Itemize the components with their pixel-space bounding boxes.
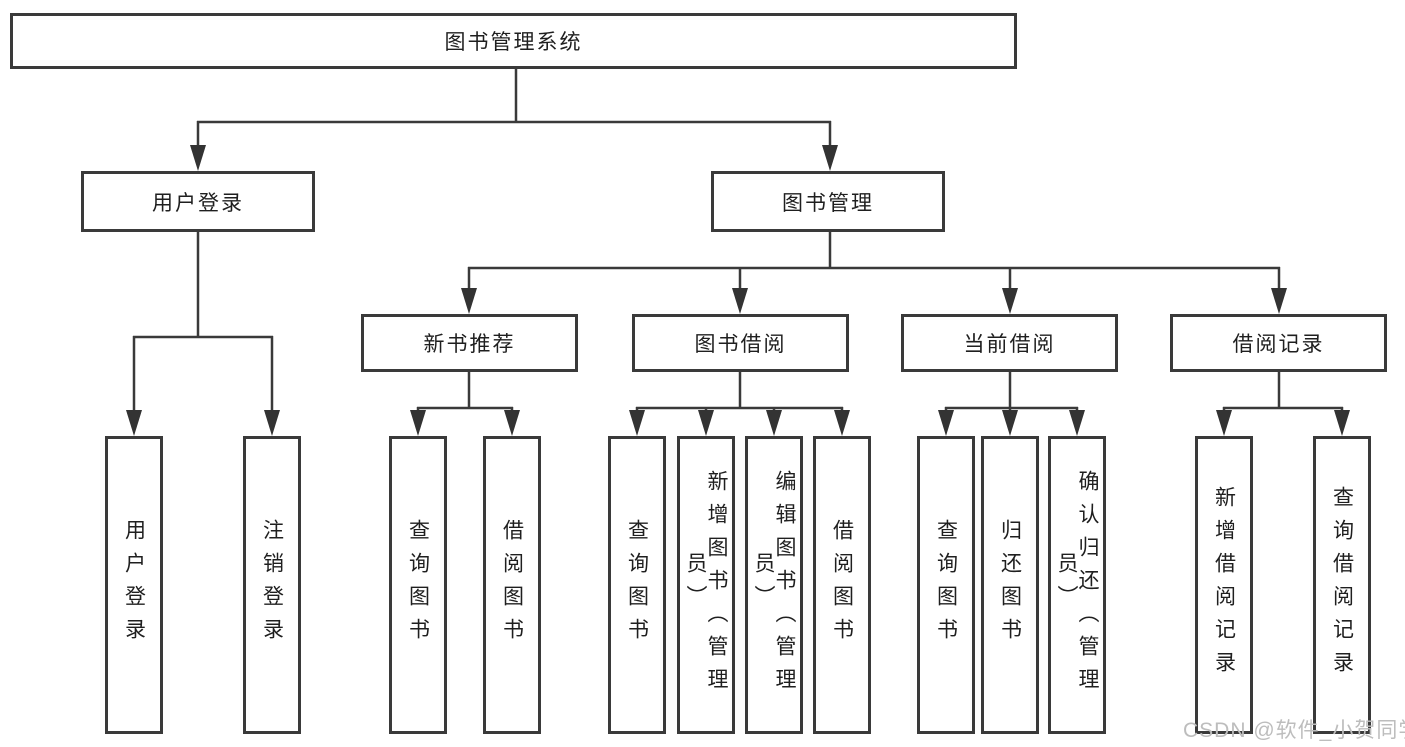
node-label: 查询借阅记录 xyxy=(1330,486,1354,684)
leaf-records-add-borrow-record: 新增借阅记录 xyxy=(1195,436,1253,734)
node-new-book-recommend: 新书推荐 xyxy=(361,314,578,372)
leaf-user-login: 用户登录 xyxy=(105,436,163,734)
node-label: 图书管理 xyxy=(782,191,874,215)
node-label: 归还图书 xyxy=(998,519,1022,651)
leaf-borrowing-borrow-books: 借阅图书 xyxy=(813,436,871,734)
leaf-logout: 注销登录 xyxy=(243,436,301,734)
node-label: 查询图书 xyxy=(934,519,958,651)
csdn-watermark: CSDN @软件_小贺同学 xyxy=(1183,719,1405,742)
node-label: 借阅图书 xyxy=(500,519,524,651)
node-current-borrowing: 当前借阅 xyxy=(901,314,1118,372)
node-label: 用户登录 xyxy=(152,191,244,215)
node-user-login: 用户登录 xyxy=(81,171,315,232)
node-borrowing-records: 借阅记录 xyxy=(1170,314,1387,372)
node-label: 查询图书 xyxy=(406,519,430,651)
node-label: 借阅记录 xyxy=(1232,333,1325,356)
node-label: 查询图书 xyxy=(625,519,649,651)
node-label: 当前借阅 xyxy=(963,333,1056,356)
leaf-recommend-borrow-books: 借阅图书 xyxy=(483,436,541,734)
leaf-borrowing-add-books-admin: 新增图书（管理员） xyxy=(677,436,735,734)
node-book-management: 图书管理 xyxy=(711,171,945,232)
node-label: 新书推荐 xyxy=(423,333,516,356)
node-label: 编辑图书（管理员） xyxy=(752,469,796,701)
node-label: 新增图书（管理员） xyxy=(684,469,728,701)
node-label: 新增借阅记录 xyxy=(1212,486,1236,684)
node-label: 借阅图书 xyxy=(830,519,854,651)
leaf-current-return-books: 归还图书 xyxy=(981,436,1039,734)
node-book-borrowing: 图书借阅 xyxy=(632,314,849,372)
leaf-current-confirm-return-admin: 确认归还（管理员） xyxy=(1048,436,1106,734)
leaf-borrowing-edit-books-admin: 编辑图书（管理员） xyxy=(745,436,803,734)
node-label: 注销登录 xyxy=(260,519,284,651)
node-label: 图书管理系统 xyxy=(444,31,583,54)
leaf-records-query-borrow-record: 查询借阅记录 xyxy=(1313,436,1371,734)
node-label: 用户登录 xyxy=(122,519,146,651)
node-label: 图书借阅 xyxy=(694,333,787,356)
leaf-borrowing-query-books: 查询图书 xyxy=(608,436,666,734)
leaf-current-query-books: 查询图书 xyxy=(917,436,975,734)
node-label: 确认归还（管理员） xyxy=(1055,469,1099,701)
node-library-system: 图书管理系统 xyxy=(10,13,1017,69)
leaf-recommend-query-books: 查询图书 xyxy=(389,436,447,734)
